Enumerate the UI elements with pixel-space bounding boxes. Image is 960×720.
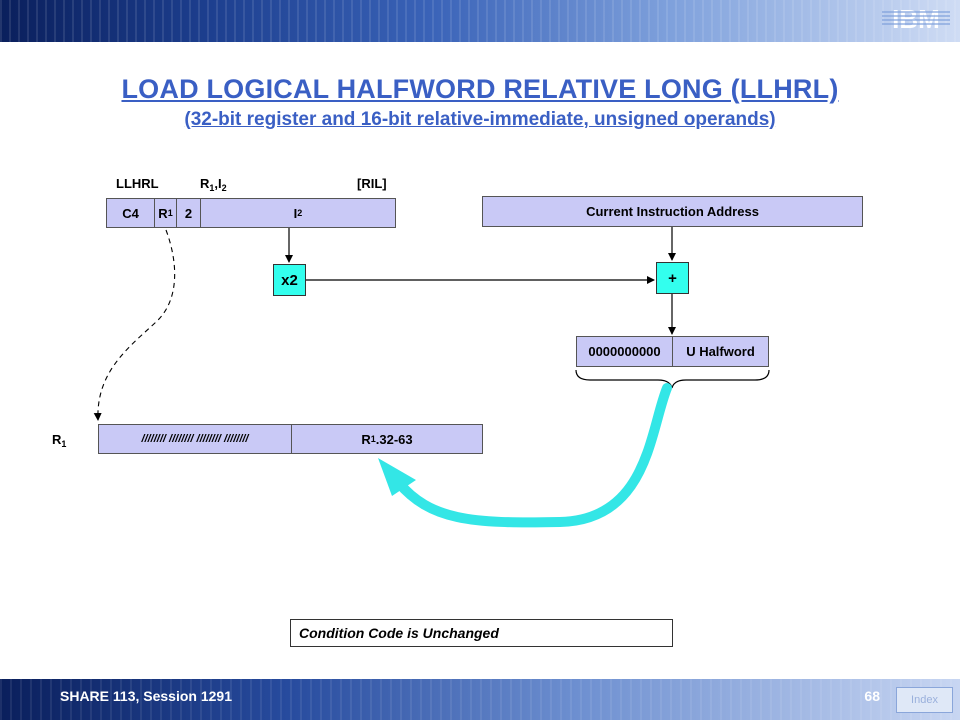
svg-text:IBM: IBM [892, 4, 940, 34]
load-result-arrow [393, 383, 672, 528]
zero-extension-field: 0000000000 [577, 337, 673, 366]
page-number: 68 [864, 688, 880, 704]
mnemonic-label: LLHRL [116, 176, 159, 191]
current-address-box: Current Instruction Address [482, 196, 863, 227]
r1-designation-dashed-arrow [93, 229, 176, 421]
result-brace [575, 369, 770, 389]
banner-pattern [0, 0, 960, 42]
footer-pattern [0, 679, 960, 720]
operands-label: R1,I2 [200, 176, 227, 193]
register-label: R1 [52, 432, 67, 449]
halfword-field: U Halfword [686, 344, 755, 359]
slide-title: LOAD LOGICAL HALFWORD RELATIVE LONG (LLH… [121, 74, 839, 104]
index-button[interactable]: Index [896, 687, 953, 713]
ibm-logo: IBM [882, 4, 950, 34]
halfword-result-box: 0000000000 U Halfword [576, 336, 769, 367]
condition-code-note: Condition Code is Unchanged [290, 619, 673, 647]
multiply-by-two-box: x2 [273, 264, 306, 296]
footer-banner [0, 679, 960, 720]
opcode-field: C4 [107, 199, 155, 227]
format-label: [RIL] [357, 176, 387, 191]
ext-opcode-field: 2 [177, 199, 201, 227]
unchanged-high-bits: //////// //////// //////// //////// [99, 425, 292, 453]
load-result-arrowhead [378, 458, 416, 496]
add-operator-box: + [656, 262, 689, 294]
slide-subtitle: (32-bit register and 16-bit relative-imm… [184, 109, 776, 130]
header-banner: IBM [0, 0, 960, 42]
session-label: SHARE 113, Session 1291 [60, 688, 232, 704]
